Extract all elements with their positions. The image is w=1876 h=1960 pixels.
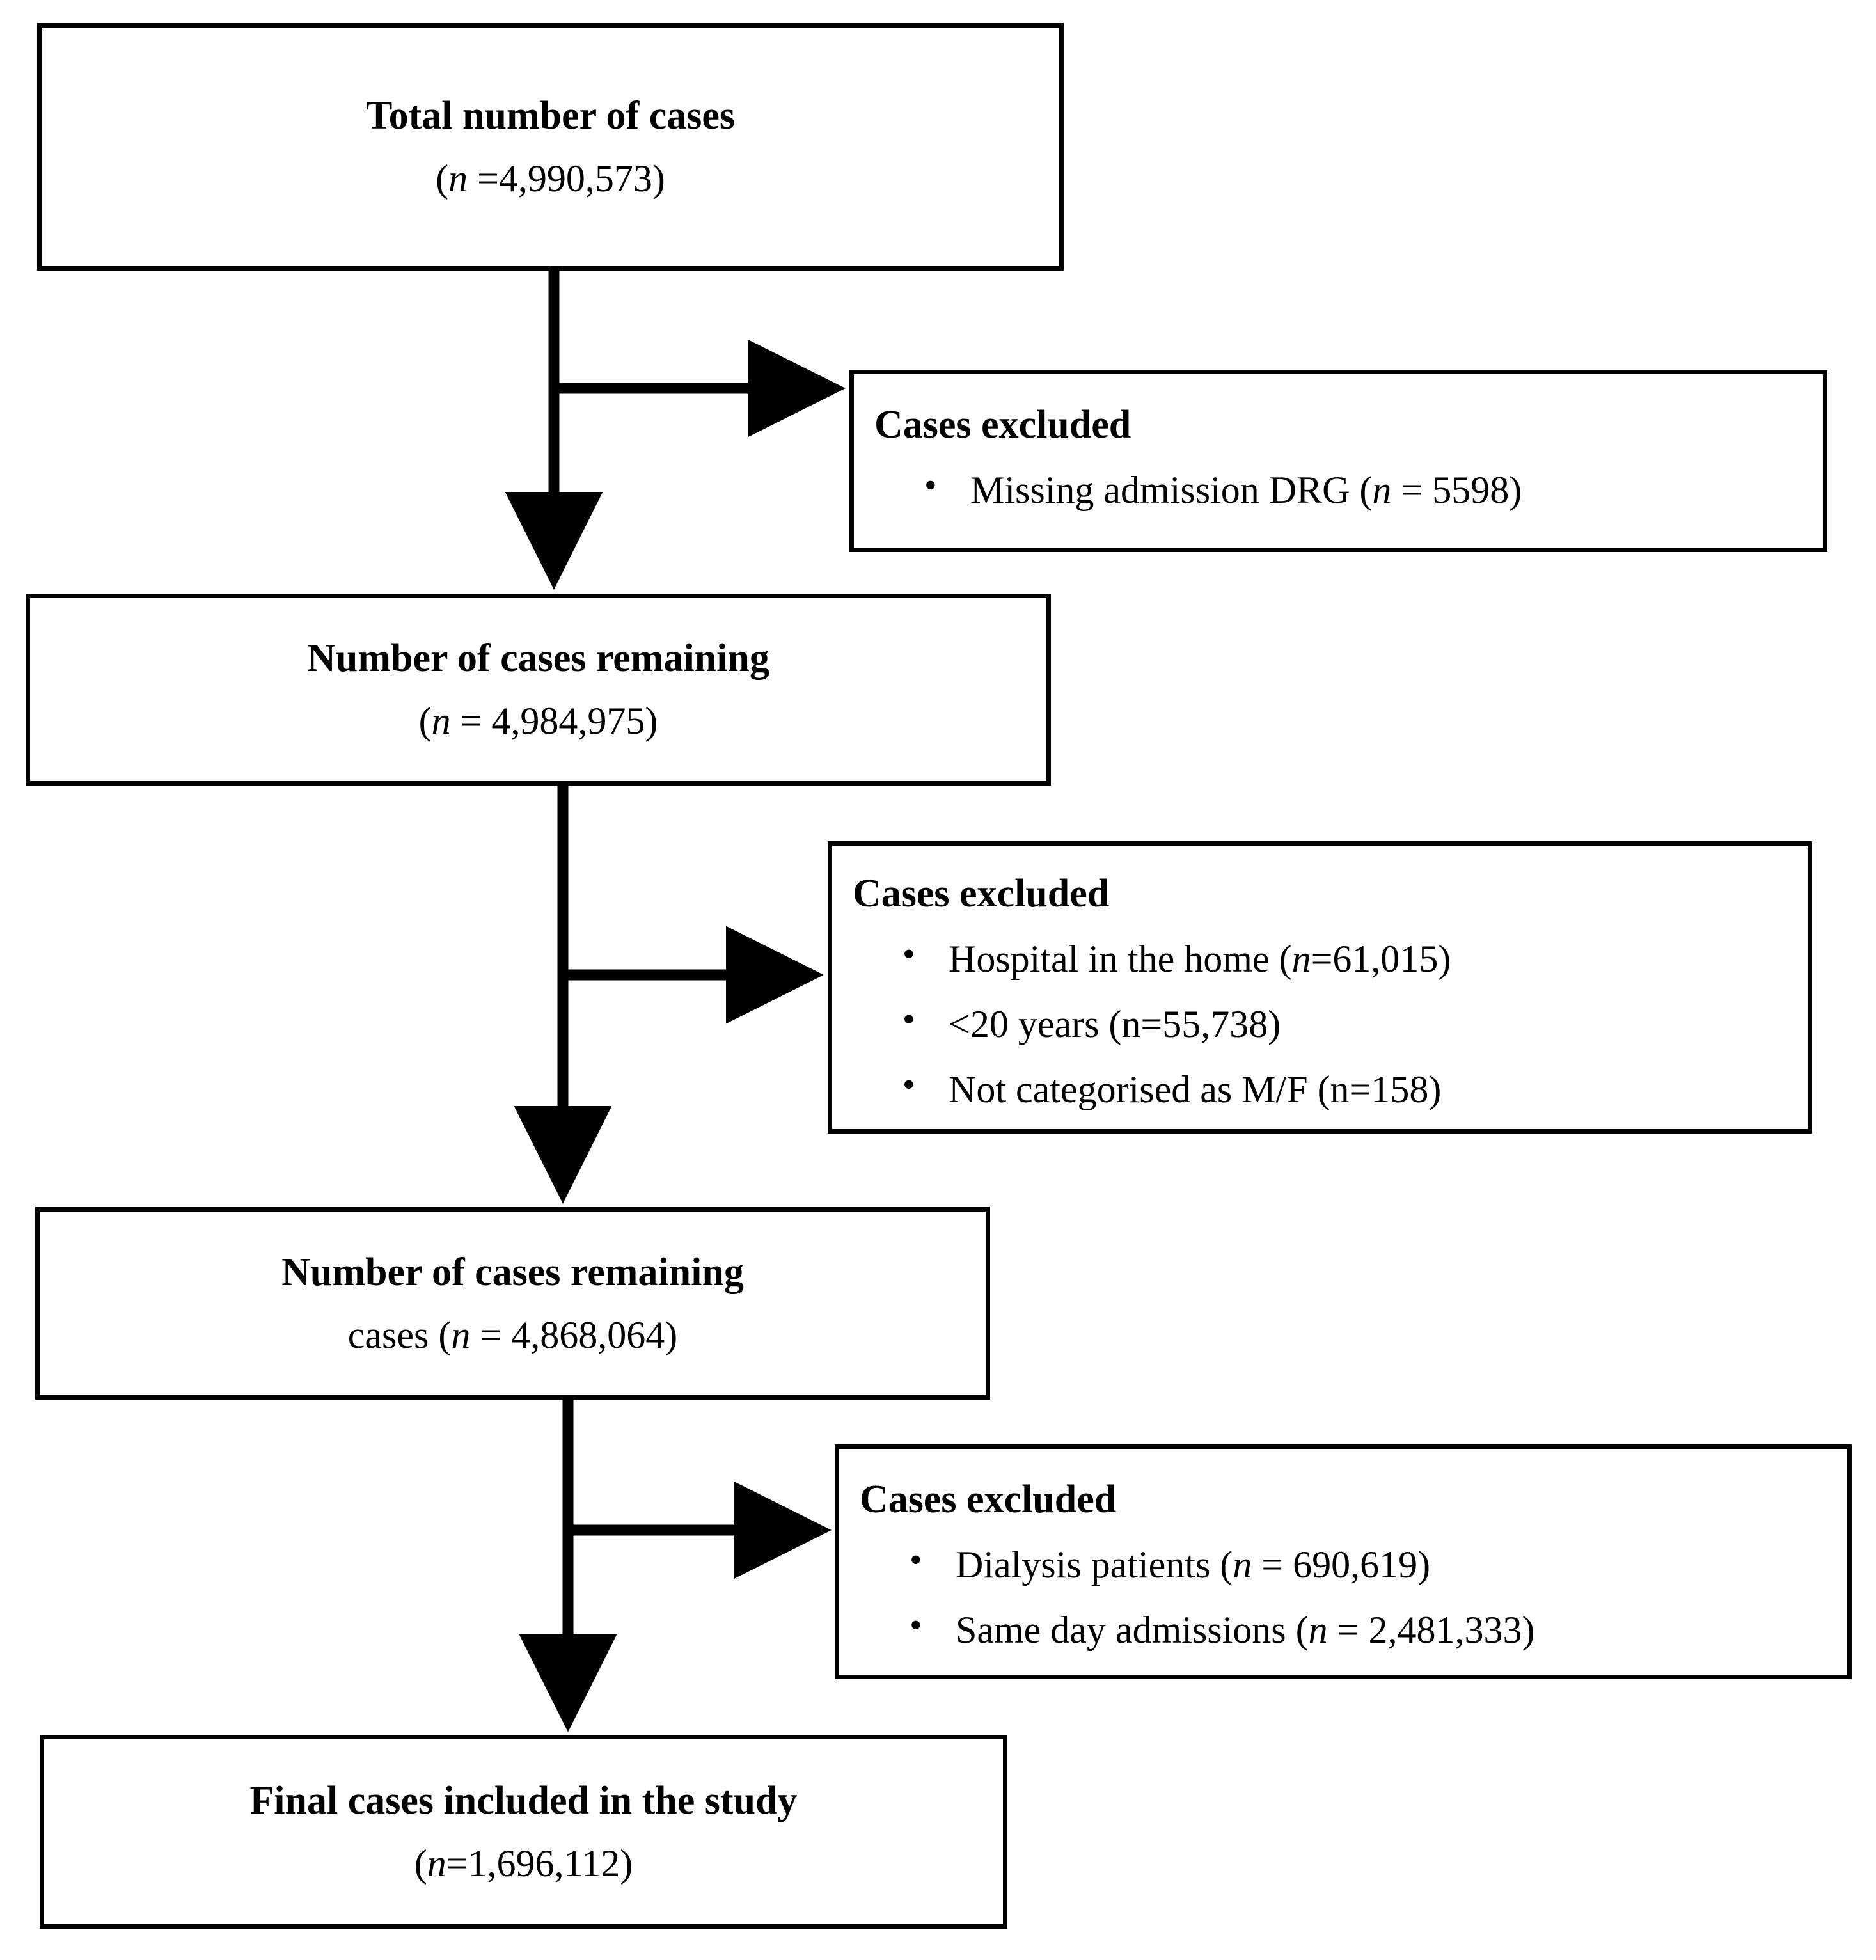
- node-final-cases-title: Final cases included in the study: [249, 1778, 798, 1822]
- node-exclusion-1: Cases excluded Missing admission DRG (n …: [849, 370, 1827, 552]
- n-symbol: n: [448, 157, 468, 200]
- n-symbol: n: [427, 1842, 446, 1885]
- node-total-cases-subtitle: (n =4,990,573): [436, 157, 665, 200]
- n-symbol: n: [431, 700, 451, 743]
- node-remaining-2: Number of cases remaining cases (n = 4,8…: [35, 1207, 990, 1400]
- exclusion-2-list: Hospital in the home (n=61,015) <20 year…: [853, 917, 1451, 1112]
- n-symbol: n: [451, 1313, 471, 1356]
- node-final-cases: Final cases included in the study (n=1,6…: [40, 1735, 1007, 1929]
- exclusion-1-list: Missing admission DRG (n = 5598): [874, 448, 1522, 513]
- node-remaining-1-subtitle: (n = 4,984,975): [418, 700, 658, 743]
- list-item: Missing admission DRG (n = 5598): [874, 464, 1522, 513]
- list-item: <20 years (n=55,738): [853, 999, 1451, 1047]
- node-total-cases: Total number of cases (n =4,990,573): [37, 23, 1064, 271]
- node-exclusion-2: Cases excluded Hospital in the home (n=6…: [828, 841, 1812, 1134]
- node-remaining-2-subtitle: cases (n = 4,868,064): [347, 1313, 678, 1356]
- exclusion-3-list: Dialysis patients (n = 690,619) Same day…: [860, 1522, 1534, 1653]
- node-remaining-2-title: Number of cases remaining: [281, 1250, 744, 1294]
- node-exclusion-3: Cases excluded Dialysis patients (n = 69…: [835, 1444, 1852, 1679]
- node-total-cases-title: Total number of cases: [366, 93, 735, 138]
- n-symbol: n: [1308, 1609, 1328, 1652]
- list-item: Same day admissions (n = 2,481,333): [860, 1604, 1534, 1653]
- exclusion-3-heading: Cases excluded: [860, 1478, 1117, 1521]
- list-item: Hospital in the home (n=61,015): [853, 933, 1451, 982]
- node-final-cases-subtitle: (n=1,696,112): [414, 1842, 633, 1885]
- n-symbol: n: [1372, 469, 1392, 512]
- list-item: Dialysis patients (n = 690,619): [860, 1539, 1534, 1588]
- list-item: Not categorised as M/F (n=158): [853, 1064, 1451, 1112]
- node-remaining-1-title: Number of cases remaining: [307, 636, 769, 681]
- n-symbol: n: [1291, 938, 1311, 981]
- n-symbol: n: [1233, 1544, 1252, 1586]
- exclusion-1-heading: Cases excluded: [874, 403, 1131, 447]
- exclusion-2-heading: Cases excluded: [853, 872, 1110, 915]
- node-remaining-1: Number of cases remaining (n = 4,984,975…: [26, 594, 1051, 786]
